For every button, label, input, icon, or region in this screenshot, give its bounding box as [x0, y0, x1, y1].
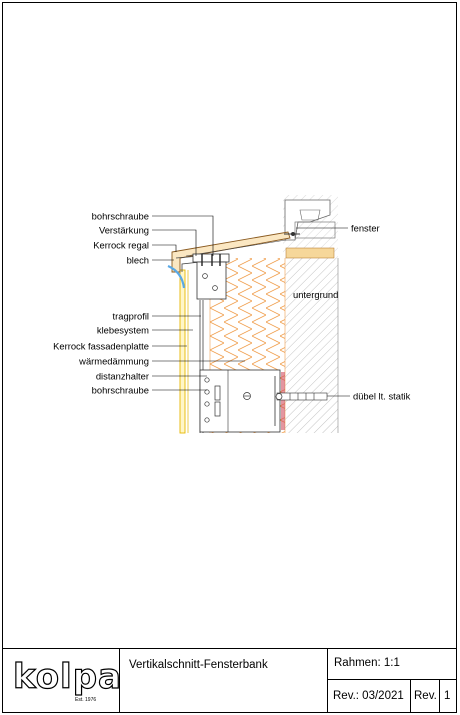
revision-label-cell: Rev.	[411, 680, 440, 713]
label-distanzhalter: distanzhalter	[96, 371, 149, 382]
logo-cell: kolpa Est. 1976	[3, 649, 122, 713]
label-waermedaemmung: wärmedämmung	[78, 356, 149, 367]
revision-label: Rev.	[414, 690, 437, 702]
revision-date: Rev.: 03/2021	[333, 690, 404, 702]
scale-cell: Rahmen: 1:1	[328, 649, 456, 680]
title-cell: Vertikalschnitt-Fensterbank	[120, 649, 328, 713]
drawing-title: Vertikalschnitt-Fensterbank	[129, 659, 268, 671]
revision-date-cell: Rev.: 03/2021	[328, 680, 411, 713]
revision-number: 1	[444, 690, 451, 702]
revision-number-cell: 1	[440, 680, 456, 713]
label-kerrock-regal: Kerrock regal	[93, 240, 149, 251]
label-bohrschraube-bottom: bohrschraube	[92, 385, 149, 396]
substrate-wall	[285, 258, 339, 433]
drawing-scale: Rahmen: 1:1	[334, 657, 400, 669]
reinforcement-bracket	[192, 253, 230, 300]
drip-edge	[167, 264, 186, 289]
label-duebel: dübel lt. statik	[353, 391, 411, 402]
logo-established: Est. 1976	[75, 697, 97, 703]
company-logo: kolpa	[12, 656, 122, 697]
leader-lines	[152, 215, 350, 397]
label-klebesystem: klebesystem	[97, 325, 149, 336]
window-frame	[283, 195, 338, 259]
callout-labels: bohrschraube Verstärkung Kerrock regal b…	[53, 211, 411, 402]
label-fenster: fenster	[351, 223, 380, 234]
window-screw	[284, 232, 300, 236]
anchor-dowel	[275, 392, 328, 401]
label-fassadenplatte: Kerrock fassadenplatte	[53, 341, 149, 352]
label-untergrund: untergrund	[293, 289, 338, 300]
label-blech: blech	[127, 255, 149, 266]
facade-panel	[179, 269, 189, 434]
title-block: kolpa Est. 1976 Vertikalschnitt-Fensterb…	[3, 648, 456, 713]
label-bohrschraube-top: bohrschraube	[92, 211, 149, 222]
spacer-bracket	[199, 369, 285, 433]
label-verstaerkung: Verstärkung	[99, 225, 149, 236]
label-tragprofil: tragprofil	[113, 311, 149, 322]
